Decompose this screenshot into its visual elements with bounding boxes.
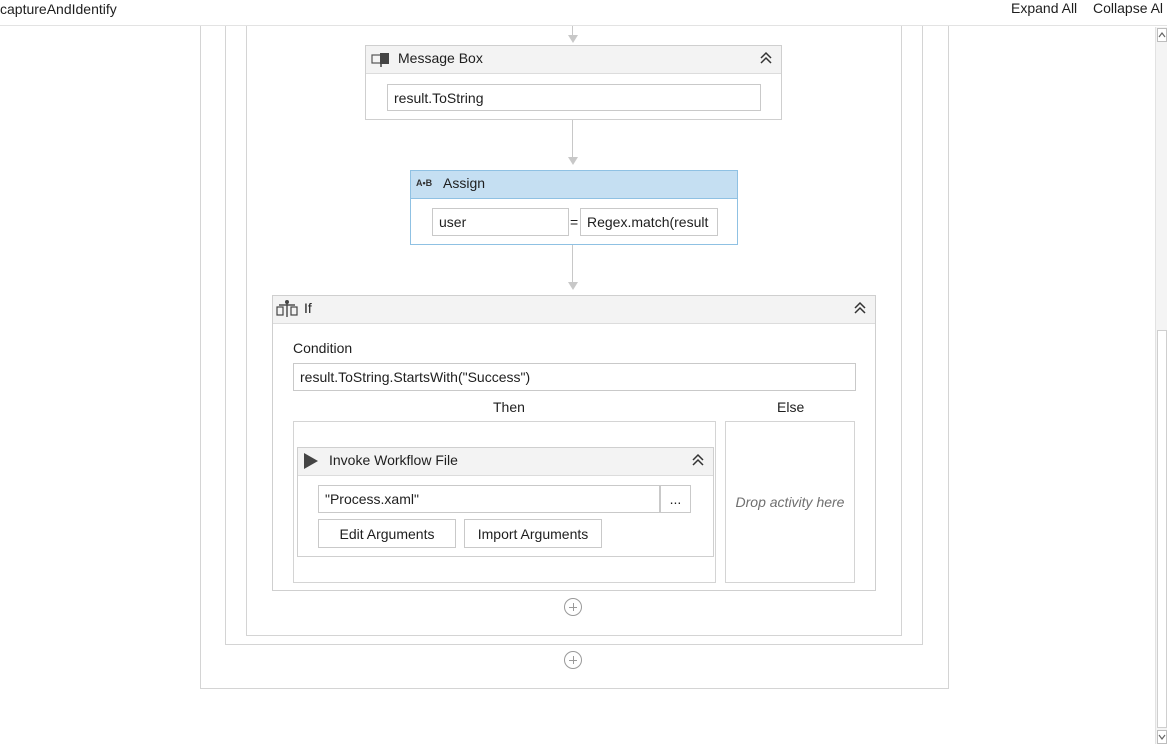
if-header[interactable]: If: [273, 296, 875, 324]
browse-file-button[interactable]: ...: [660, 485, 691, 513]
designer-toolbar: [0, 0, 1167, 26]
import-arguments-button[interactable]: Import Arguments: [464, 519, 602, 548]
expand-all-button[interactable]: Expand All: [1011, 0, 1078, 16]
assign-value-input[interactable]: Regex.match(result: [580, 208, 718, 236]
assign-equals-sign: =: [570, 214, 579, 230]
connector-arrow: [568, 157, 578, 165]
invoke-workflow-activity[interactable]: Invoke Workflow File "Process.xaml" ... …: [297, 447, 714, 557]
assign-header[interactable]: A•B Assign: [411, 171, 737, 199]
workflow-title: captureAndIdentify: [0, 1, 117, 17]
message-box-activity[interactable]: Message Box result.ToString: [365, 45, 782, 120]
assign-to-input[interactable]: user: [432, 208, 569, 236]
add-activity-button[interactable]: [564, 651, 582, 669]
collapse-chevron-icon[interactable]: [853, 300, 867, 316]
connector-line: [572, 26, 573, 36]
message-box-title: Message Box: [398, 50, 483, 66]
connector-arrow: [568, 35, 578, 43]
message-box-header[interactable]: Message Box: [366, 46, 781, 74]
then-branch[interactable]: Invoke Workflow File "Process.xaml" ... …: [293, 421, 716, 583]
condition-input[interactable]: result.ToString.StartsWith("Success"): [293, 363, 856, 391]
edit-arguments-button[interactable]: Edit Arguments: [318, 519, 456, 548]
connector-arrow: [568, 282, 578, 290]
inner-sequence-frame: [246, 26, 902, 636]
if-activity[interactable]: If Condition result.ToString.StartsWith(…: [272, 295, 876, 591]
connector-line: [572, 120, 573, 158]
connector-line: [572, 245, 573, 283]
outer-sequence-frame: [200, 26, 949, 689]
workflow-file-input[interactable]: "Process.xaml": [318, 485, 660, 513]
add-activity-button[interactable]: [564, 598, 582, 616]
message-box-icon: [371, 53, 389, 67]
assign-icon: A•B: [416, 178, 433, 188]
play-icon: [304, 453, 318, 469]
if-title: If: [304, 300, 312, 316]
else-branch[interactable]: Drop activity here: [725, 421, 855, 583]
assign-title: Assign: [443, 175, 486, 191]
invoke-workflow-header[interactable]: Invoke Workflow File: [298, 448, 713, 476]
invoke-workflow-title: Invoke Workflow File: [329, 452, 458, 468]
drop-activity-placeholder: Drop activity here: [735, 494, 845, 510]
collapse-all-button[interactable]: Collapse Al: [1093, 0, 1164, 16]
then-label: Then: [493, 399, 525, 415]
middle-sequence-frame: [225, 26, 923, 645]
message-text-input[interactable]: result.ToString: [387, 84, 761, 111]
else-label: Else: [777, 399, 805, 415]
assign-activity[interactable]: A•B Assign user = Regex.match(result: [410, 170, 738, 245]
collapse-chevron-icon[interactable]: [759, 50, 773, 66]
scroll-down-icon[interactable]: [1157, 730, 1167, 744]
scrollbar-thumb[interactable]: [1157, 330, 1167, 728]
scroll-up-icon[interactable]: [1157, 28, 1167, 42]
collapse-chevron-icon[interactable]: [691, 452, 705, 468]
condition-label: Condition: [293, 340, 353, 356]
if-icon: [276, 300, 298, 317]
